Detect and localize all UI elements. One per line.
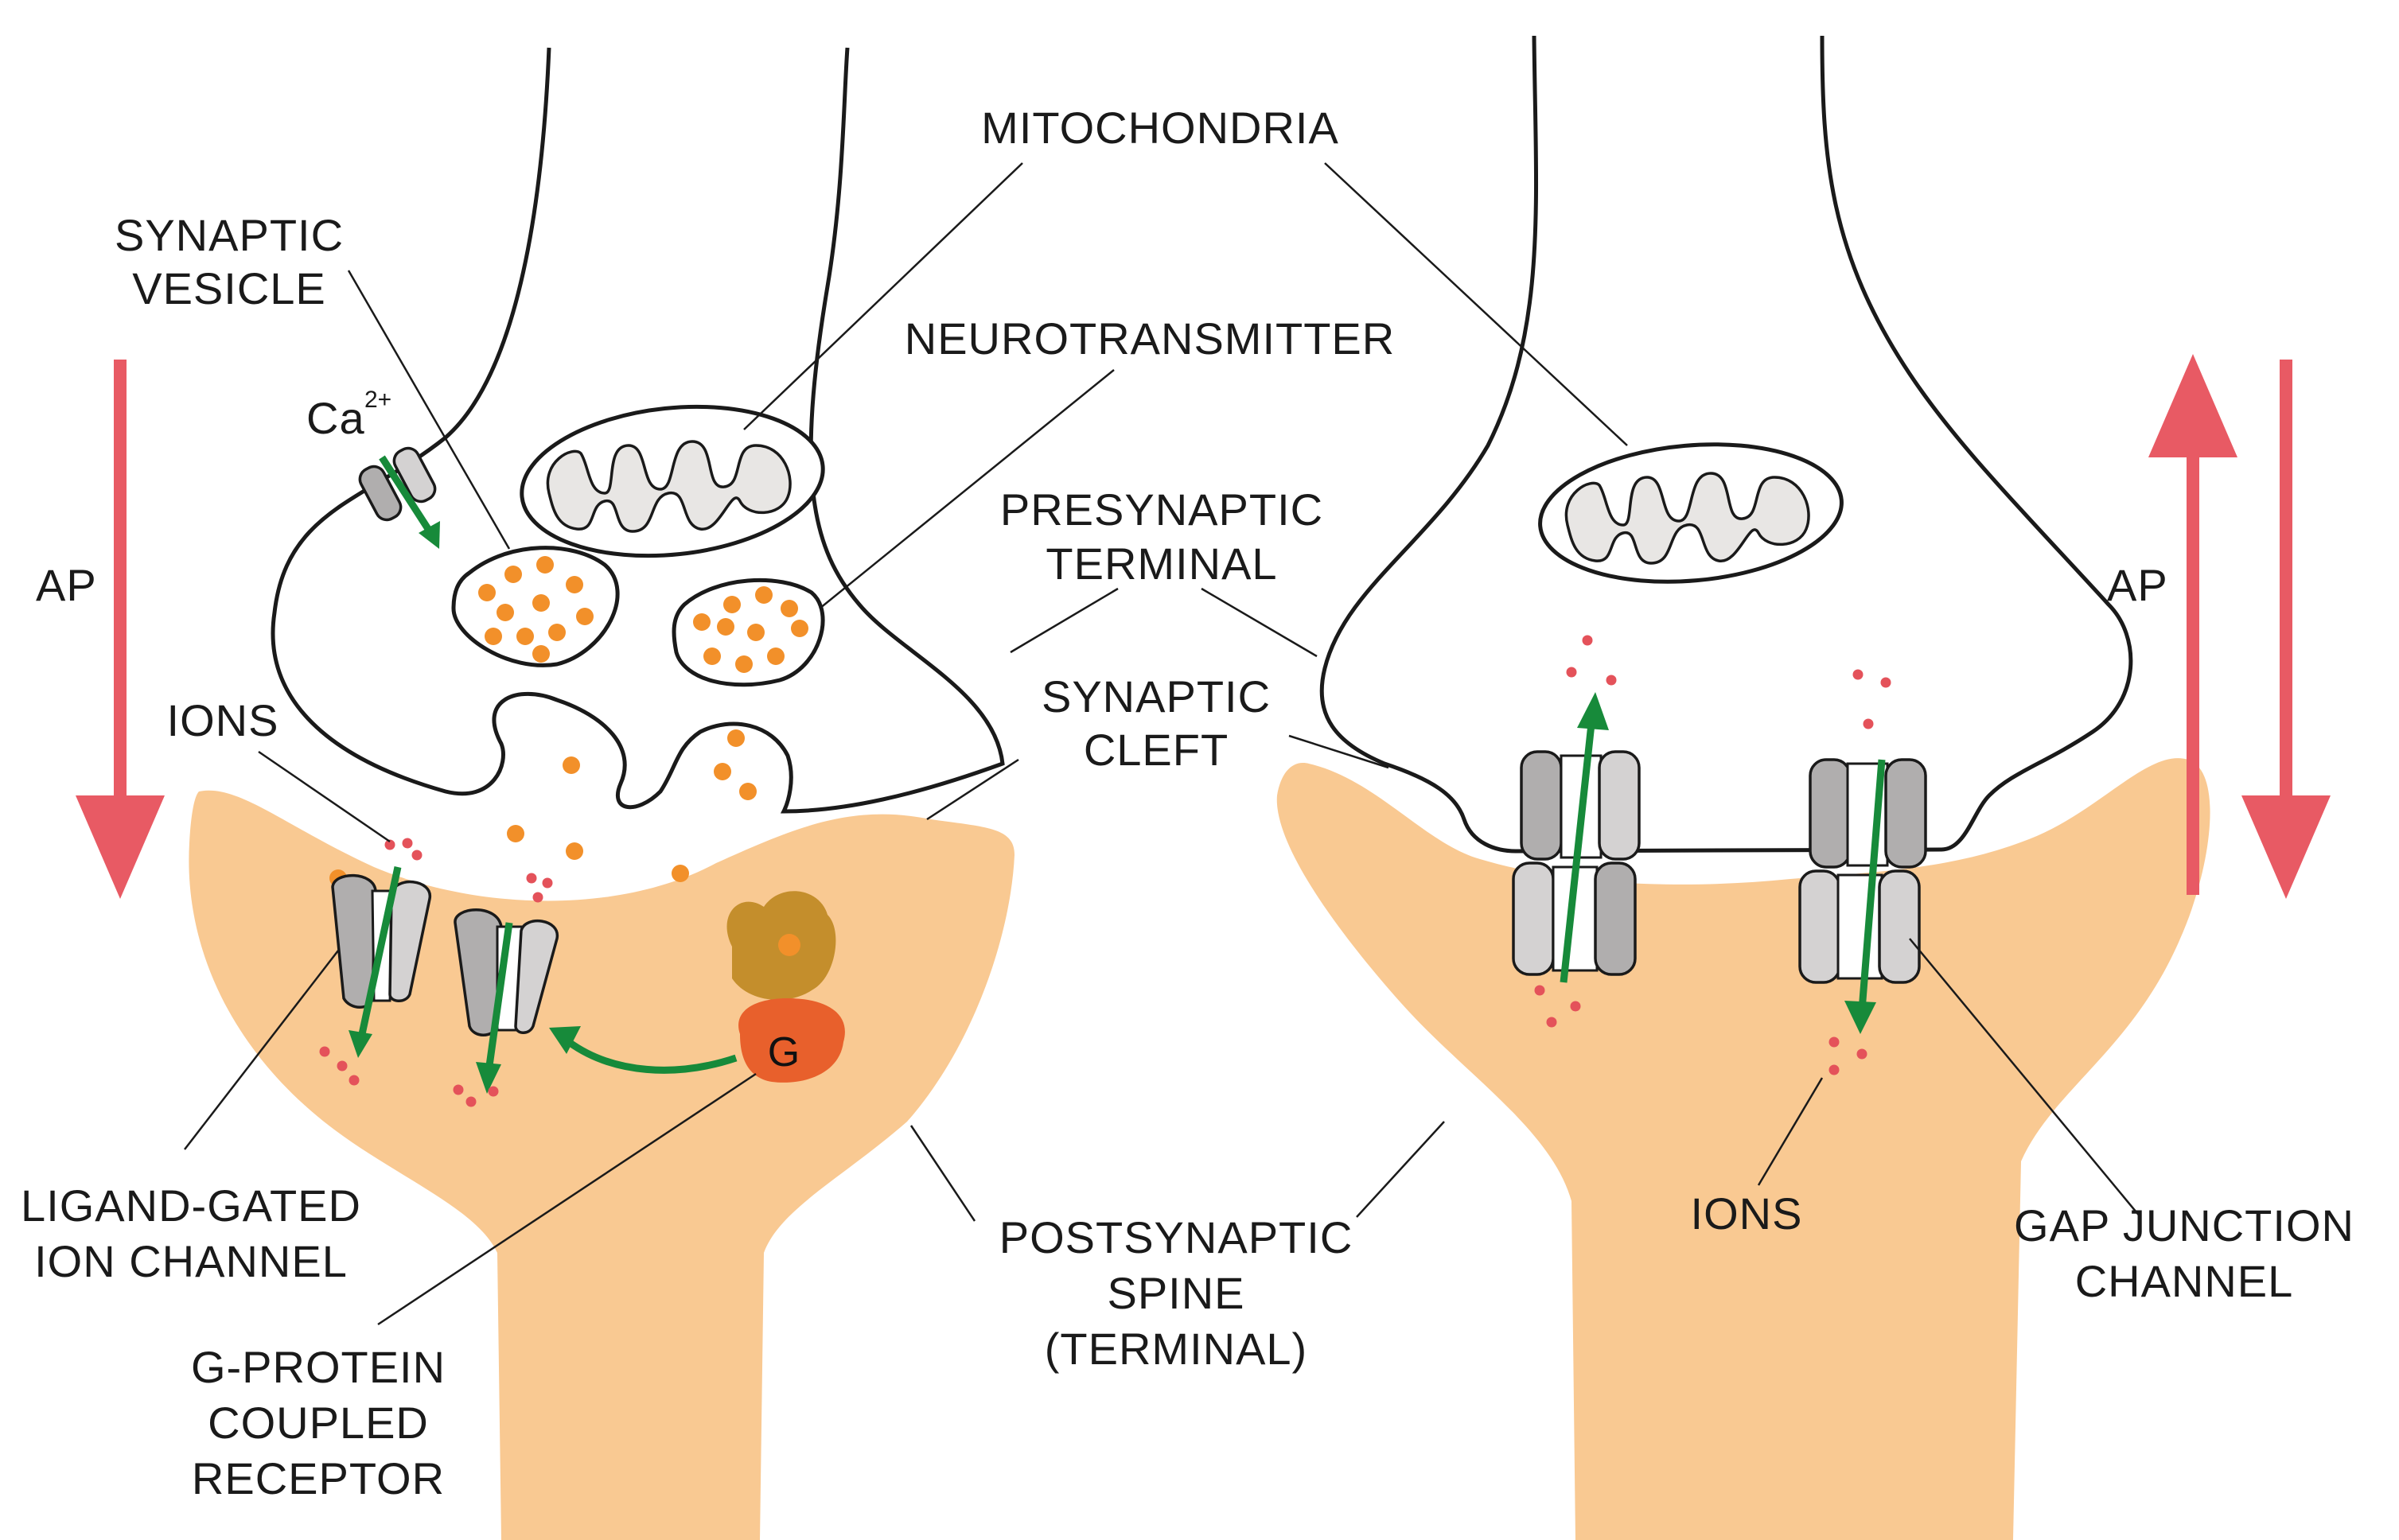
synaptic-vesicle-2 <box>672 578 825 687</box>
label-gpcr-3: RECEPTOR <box>192 1453 445 1503</box>
label-synaptic-cleft-2: CLEFT <box>1084 725 1229 775</box>
mitochondrion-right <box>1538 442 1844 584</box>
ligand-gated-channel-2 <box>454 908 559 1094</box>
label-synaptic-cleft-1: SYNAPTIC <box>1042 671 1271 721</box>
g-protein-coupled-receptor: G <box>549 891 845 1083</box>
gap-junction-channel-2 <box>1798 758 1927 1034</box>
synaptic-vesicle-1 <box>451 546 620 667</box>
label-gpcr-2: COUPLED <box>208 1398 429 1448</box>
label-ligand-gated-1: LIGAND-GATED <box>21 1180 361 1231</box>
mitochondrion-left <box>520 404 825 558</box>
label-synaptic-vesicle-1: SYNAPTIC <box>115 210 344 260</box>
label-mitochondria: MITOCHONDRIA <box>981 103 1339 153</box>
action-potential-arrow-right-down <box>2241 360 2331 899</box>
label-gpcr-1: G-PROTEIN <box>191 1342 446 1392</box>
label-ap-right: AP <box>2107 560 2168 610</box>
label-calcium-charge: 2+ <box>364 387 391 413</box>
ligand-gated-channel-1 <box>331 866 431 1058</box>
label-calcium: Ca <box>306 393 365 443</box>
g-protein-label: G <box>768 1029 800 1075</box>
label-ions-right: IONS <box>1691 1188 1803 1239</box>
label-gap-junction-2: CHANNEL <box>2075 1256 2294 1306</box>
label-ap-left: AP <box>36 560 97 610</box>
label-presynaptic-1: PRESYNAPTIC <box>1000 484 1323 535</box>
label-ligand-gated-2: ION CHANNEL <box>34 1236 348 1286</box>
label-neurotransmitter: NEUROTRANSMITTER <box>905 313 1395 364</box>
action-potential-arrow-right-up <box>2148 354 2237 895</box>
action-potential-arrow-left <box>76 360 165 899</box>
label-postsynaptic-1: POSTSYNAPTIC <box>999 1212 1353 1262</box>
calcium-channel <box>358 446 440 549</box>
gap-junction-channel-1 <box>1512 692 1641 983</box>
label-gap-junction-1: GAP JUNCTION <box>2014 1200 2354 1250</box>
label-postsynaptic-3: (TERMINAL) <box>1045 1324 1307 1374</box>
ions-left <box>319 838 553 1107</box>
label-synaptic-vesicle-2: VESICLE <box>132 263 326 313</box>
label-ions-left: IONS <box>167 695 279 745</box>
label-presynaptic-2: TERMINAL <box>1046 539 1277 589</box>
postsynaptic-spine-right <box>1276 758 2210 1540</box>
ions-right <box>1534 635 1891 1075</box>
label-postsynaptic-2: SPINE <box>1107 1268 1244 1318</box>
neurotransmitter-released <box>329 729 757 887</box>
leader-lines <box>184 162 2141 1326</box>
